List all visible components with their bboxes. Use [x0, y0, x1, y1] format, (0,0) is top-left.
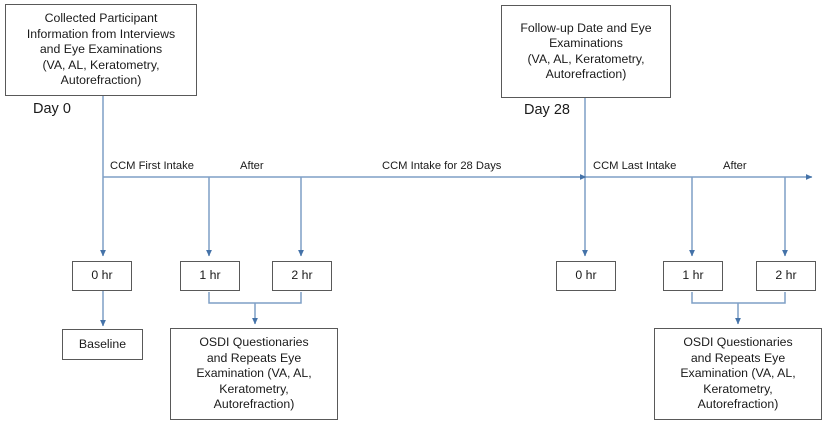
label-after-right: After — [723, 160, 747, 172]
box-baseline-outcome: Baseline — [62, 329, 143, 360]
day0-bracket — [208, 292, 302, 304]
box-day0-2hr: 2 hr — [272, 261, 332, 291]
box-day28-1hr: 1 hr — [663, 261, 723, 291]
box-followup-visit: Follow-up Date and Eye Examinations (VA,… — [501, 5, 671, 98]
label-ccm-first-intake: CCM First Intake — [110, 160, 194, 172]
box-day0-1hr: 1 hr — [180, 261, 240, 291]
label-ccm-last-intake: CCM Last Intake — [593, 160, 677, 172]
label-day-28: Day 28 — [524, 102, 570, 118]
box-baseline-visit: Collected Participant Information from I… — [5, 4, 197, 96]
label-after-left: After — [240, 160, 264, 172]
label-ccm-intake-28-days: CCM Intake for 28 Days — [382, 160, 502, 172]
box-day28-0hr: 0 hr — [556, 261, 616, 291]
box-day0-0hr: 0 hr — [72, 261, 132, 291]
box-day28-2hr: 2 hr — [756, 261, 816, 291]
box-osdi-right: OSDI Questionaries and Repeats Eye Exami… — [654, 328, 822, 420]
label-day-0: Day 0 — [33, 101, 71, 117]
box-osdi-left: OSDI Questionaries and Repeats Eye Exami… — [170, 328, 338, 420]
day28-bracket — [691, 292, 786, 304]
